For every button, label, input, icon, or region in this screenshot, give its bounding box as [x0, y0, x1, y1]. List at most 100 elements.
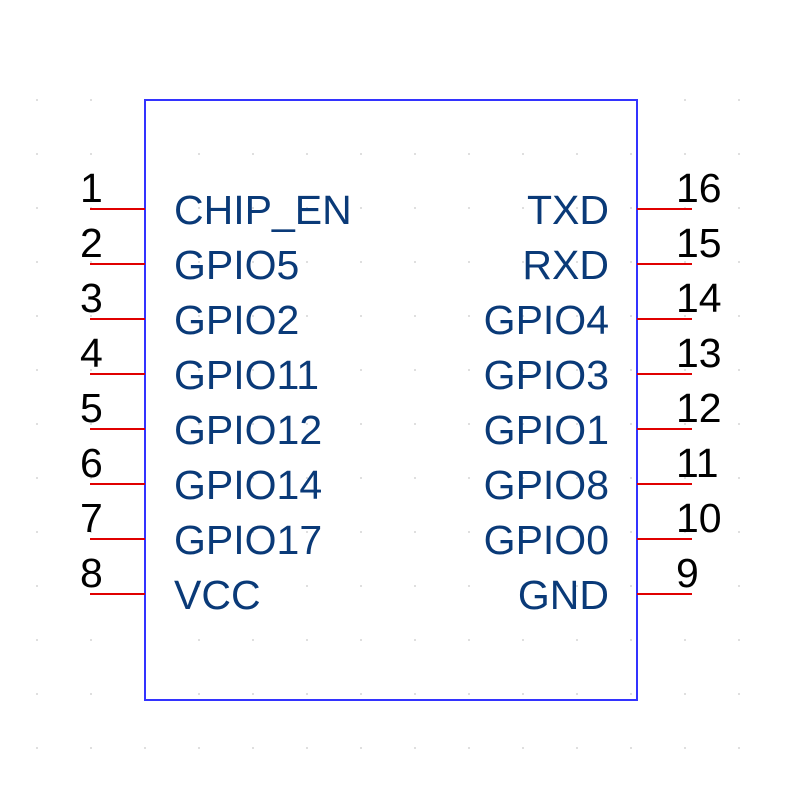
grid-dot [738, 423, 740, 425]
grid-dot [360, 531, 362, 533]
pin-number-11: 11 [676, 440, 719, 486]
grid-dot [738, 369, 740, 371]
grid-dot [90, 585, 92, 587]
grid-dot [522, 747, 524, 749]
grid-dot [684, 369, 686, 371]
grid-dot [252, 369, 254, 371]
grid-dot [252, 747, 254, 749]
pin-name-7: GPIO17 [174, 517, 322, 563]
pin-number-2: 2 [80, 220, 103, 266]
grid-dot [684, 261, 686, 263]
grid-dot [252, 531, 254, 533]
pin-name-15: RXD [522, 242, 609, 288]
pin-number-5: 5 [80, 385, 103, 431]
grid-dot [90, 99, 92, 101]
grid-dot [252, 639, 254, 641]
grid-dot [576, 531, 578, 533]
grid-dot [306, 423, 308, 425]
grid-dot [414, 747, 416, 749]
grid-dot [414, 153, 416, 155]
grid-dot [684, 477, 686, 479]
pin-number-1: 1 [80, 165, 103, 211]
grid-dot [414, 477, 416, 479]
grid-dot [576, 207, 578, 209]
grid-dot [36, 531, 38, 533]
grid-dot [252, 423, 254, 425]
grid-dot [468, 693, 470, 695]
grid-dots [36, 99, 740, 749]
grid-dot [198, 639, 200, 641]
pin-number-12: 12 [676, 385, 722, 431]
grid-dot [90, 747, 92, 749]
pin-number-7: 7 [80, 495, 103, 541]
grid-dot [684, 315, 686, 317]
grid-dot [360, 639, 362, 641]
grid-dot [90, 153, 92, 155]
grid-dot [414, 639, 416, 641]
grid-dot [252, 477, 254, 479]
grid-dot [306, 477, 308, 479]
grid-dot [414, 693, 416, 695]
pin-number-16: 16 [676, 165, 722, 211]
grid-dot [36, 315, 38, 317]
grid-dot [90, 369, 92, 371]
grid-dot [576, 693, 578, 695]
grid-dot [198, 261, 200, 263]
grid-dot [414, 585, 416, 587]
grid-dot [522, 531, 524, 533]
pin-name-4: GPIO11 [174, 352, 319, 398]
pin-name-10: GPIO0 [484, 517, 609, 563]
pin-name-6: GPIO14 [174, 462, 322, 508]
grid-dot [738, 477, 740, 479]
grid-dot [630, 693, 632, 695]
grid-dot [576, 261, 578, 263]
pin-name-13: GPIO3 [484, 352, 609, 398]
pin-name-2: GPIO5 [174, 242, 299, 288]
grid-dot [576, 423, 578, 425]
grid-dot [252, 693, 254, 695]
grid-dot [360, 423, 362, 425]
pin-number-10: 10 [676, 495, 722, 541]
grid-dot [198, 423, 200, 425]
grid-dot [630, 423, 632, 425]
pin-number-14: 14 [676, 275, 722, 321]
grid-dot [306, 369, 308, 371]
pin-name-9: GND [518, 572, 609, 618]
grid-dot [36, 153, 38, 155]
grid-dot [36, 423, 38, 425]
grid-dot [738, 747, 740, 749]
grid-dot [630, 261, 632, 263]
grid-dot [414, 531, 416, 533]
grid-dot [468, 531, 470, 533]
grid-dot [360, 693, 362, 695]
grid-dot [306, 261, 308, 263]
grid-dot [522, 153, 524, 155]
pin-number-15: 15 [676, 220, 722, 266]
grid-dot [360, 207, 362, 209]
grid-dot [306, 747, 308, 749]
grid-dot [468, 207, 470, 209]
grid-dot [198, 531, 200, 533]
grid-dot [576, 585, 578, 587]
grid-dot [198, 477, 200, 479]
pin-name-11: GPIO8 [484, 462, 609, 508]
grid-dot [90, 315, 92, 317]
grid-dot [360, 315, 362, 317]
grid-dot [468, 585, 470, 587]
grid-dot [414, 207, 416, 209]
pin-name-16: TXD [527, 187, 609, 233]
grid-dot [144, 747, 146, 749]
grid-dot [306, 639, 308, 641]
pin-name-3: GPIO2 [174, 297, 299, 343]
grid-dot [522, 261, 524, 263]
grid-dot [198, 369, 200, 371]
grid-dot [738, 99, 740, 101]
grid-dot [360, 261, 362, 263]
grid-dot [468, 477, 470, 479]
component-body[interactable] [144, 99, 638, 701]
grid-dot [738, 639, 740, 641]
pin-name-1: CHIP_EN [174, 187, 352, 233]
grid-dot [522, 639, 524, 641]
grid-dot [630, 531, 632, 533]
grid-dot [306, 207, 308, 209]
